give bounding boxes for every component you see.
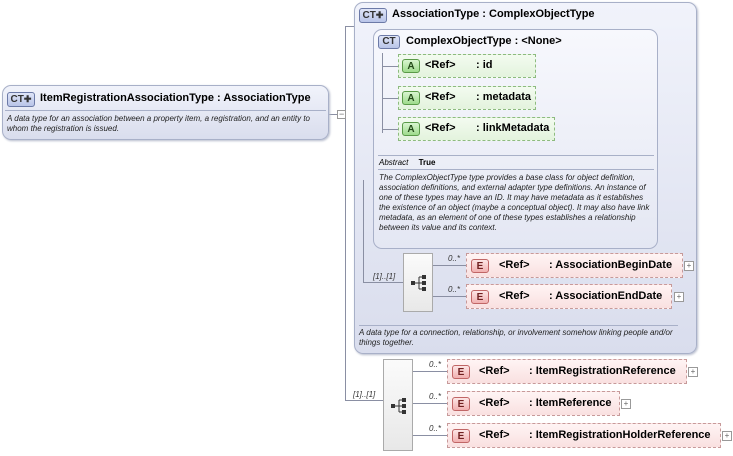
attribute-ref: <Ref>	[425, 122, 456, 134]
connector	[413, 371, 447, 372]
attribute-ref: <Ref>	[425, 91, 456, 103]
element-name: : ItemRegistrationHolderReference	[529, 429, 711, 441]
element-name: : ItemReference	[529, 397, 612, 409]
connector	[413, 435, 447, 436]
element-item-registration-holder-reference[interactable]: E <Ref> : ItemRegistrationHolderReferenc…	[447, 423, 721, 448]
connector	[413, 403, 447, 404]
abstract-value: True	[418, 158, 436, 167]
connector	[433, 296, 466, 297]
sequence-occurrence: [1]..[1]	[353, 390, 376, 399]
element-name: : AssociationEndDate	[549, 290, 663, 302]
element-occurrence: 0..*	[448, 285, 461, 294]
expand-icon[interactable]: +	[722, 431, 732, 441]
sequence-compositor[interactable]	[403, 253, 433, 312]
connector	[433, 265, 466, 266]
association-type-description: A data type for a connection, relationsh…	[359, 328, 673, 347]
connector	[329, 114, 342, 115]
element-icon: E	[452, 397, 470, 411]
element-name: : AssociationBeginDate	[549, 259, 673, 271]
attribute-icon: A	[402, 91, 420, 105]
element-name: : ItemRegistrationReference	[529, 365, 676, 377]
attribute-icon: A	[402, 59, 420, 73]
connector	[363, 180, 364, 283]
association-type-title: AssociationType : ComplexObjectType	[392, 8, 595, 20]
separator	[378, 155, 654, 156]
separator	[5, 110, 326, 111]
complex-type-icon: CT✚	[359, 8, 387, 23]
attribute-ref: <Ref>	[425, 59, 456, 71]
element-icon: E	[471, 290, 489, 304]
connector	[345, 26, 354, 27]
connector	[382, 98, 398, 99]
attribute-id[interactable]: A <Ref> : id	[398, 54, 536, 78]
root-type-box[interactable]: CT✚ ItemRegistrationAssociationType : As…	[2, 85, 329, 140]
expand-icon[interactable]: +	[621, 399, 631, 409]
complex-object-type-title: ComplexObjectType : <None>	[406, 35, 562, 47]
complex-object-type-description: The ComplexObjectType type provides a ba…	[379, 173, 650, 232]
connector	[382, 66, 398, 67]
element-occurrence: 0..*	[429, 392, 442, 401]
abstract-label: Abstract	[379, 158, 409, 167]
element-occurrence: 0..*	[429, 424, 442, 433]
root-type-title: ItemRegistrationAssociationType : Associ…	[40, 92, 311, 104]
collapse-icon: −	[339, 109, 345, 119]
expand-icon[interactable]: +	[688, 367, 698, 377]
attribute-metadata[interactable]: A <Ref> : metadata	[398, 86, 536, 110]
element-association-end-date[interactable]: E <Ref> : AssociationEndDate	[466, 284, 672, 309]
element-item-registration-reference[interactable]: E <Ref> : ItemRegistrationReference	[447, 359, 687, 384]
element-ref: <Ref>	[479, 397, 510, 409]
element-ref: <Ref>	[499, 290, 530, 302]
element-occurrence: 0..*	[429, 360, 442, 369]
attribute-icon: A	[402, 122, 420, 136]
connector	[345, 26, 346, 400]
sequence-icon	[391, 398, 406, 414]
attribute-name: : id	[476, 59, 493, 71]
abstract-row: Abstract True	[379, 158, 435, 167]
element-icon: E	[452, 365, 470, 379]
element-icon: E	[471, 259, 489, 273]
attribute-name: : metadata	[476, 91, 532, 103]
element-association-begin-date[interactable]: E <Ref> : AssociationBeginDate	[466, 253, 683, 278]
connector	[382, 53, 383, 133]
sequence-icon	[411, 275, 426, 291]
separator	[359, 325, 678, 326]
element-ref: <Ref>	[479, 429, 510, 441]
attribute-linkmetadata[interactable]: A <Ref> : linkMetadata	[398, 117, 555, 141]
sequence-compositor[interactable]	[383, 359, 413, 451]
element-ref: <Ref>	[499, 259, 530, 271]
element-icon: E	[452, 429, 470, 443]
element-occurrence: 0..*	[448, 254, 461, 263]
complex-type-icon: CT	[378, 35, 400, 49]
element-item-reference[interactable]: E <Ref> : ItemReference	[447, 391, 620, 416]
root-type-description: A data type for an association between a…	[7, 114, 310, 133]
complex-type-icon: CT✚	[7, 92, 35, 107]
connector	[382, 129, 398, 130]
expand-icon[interactable]: +	[674, 292, 684, 302]
connector	[345, 400, 383, 401]
attribute-name: : linkMetadata	[476, 122, 550, 134]
collapse-toggle[interactable]: −	[337, 109, 346, 119]
connector	[363, 282, 403, 283]
separator	[378, 169, 654, 170]
sequence-occurrence: [1]..[1]	[373, 272, 396, 281]
element-ref: <Ref>	[479, 365, 510, 377]
expand-icon[interactable]: +	[684, 261, 694, 271]
